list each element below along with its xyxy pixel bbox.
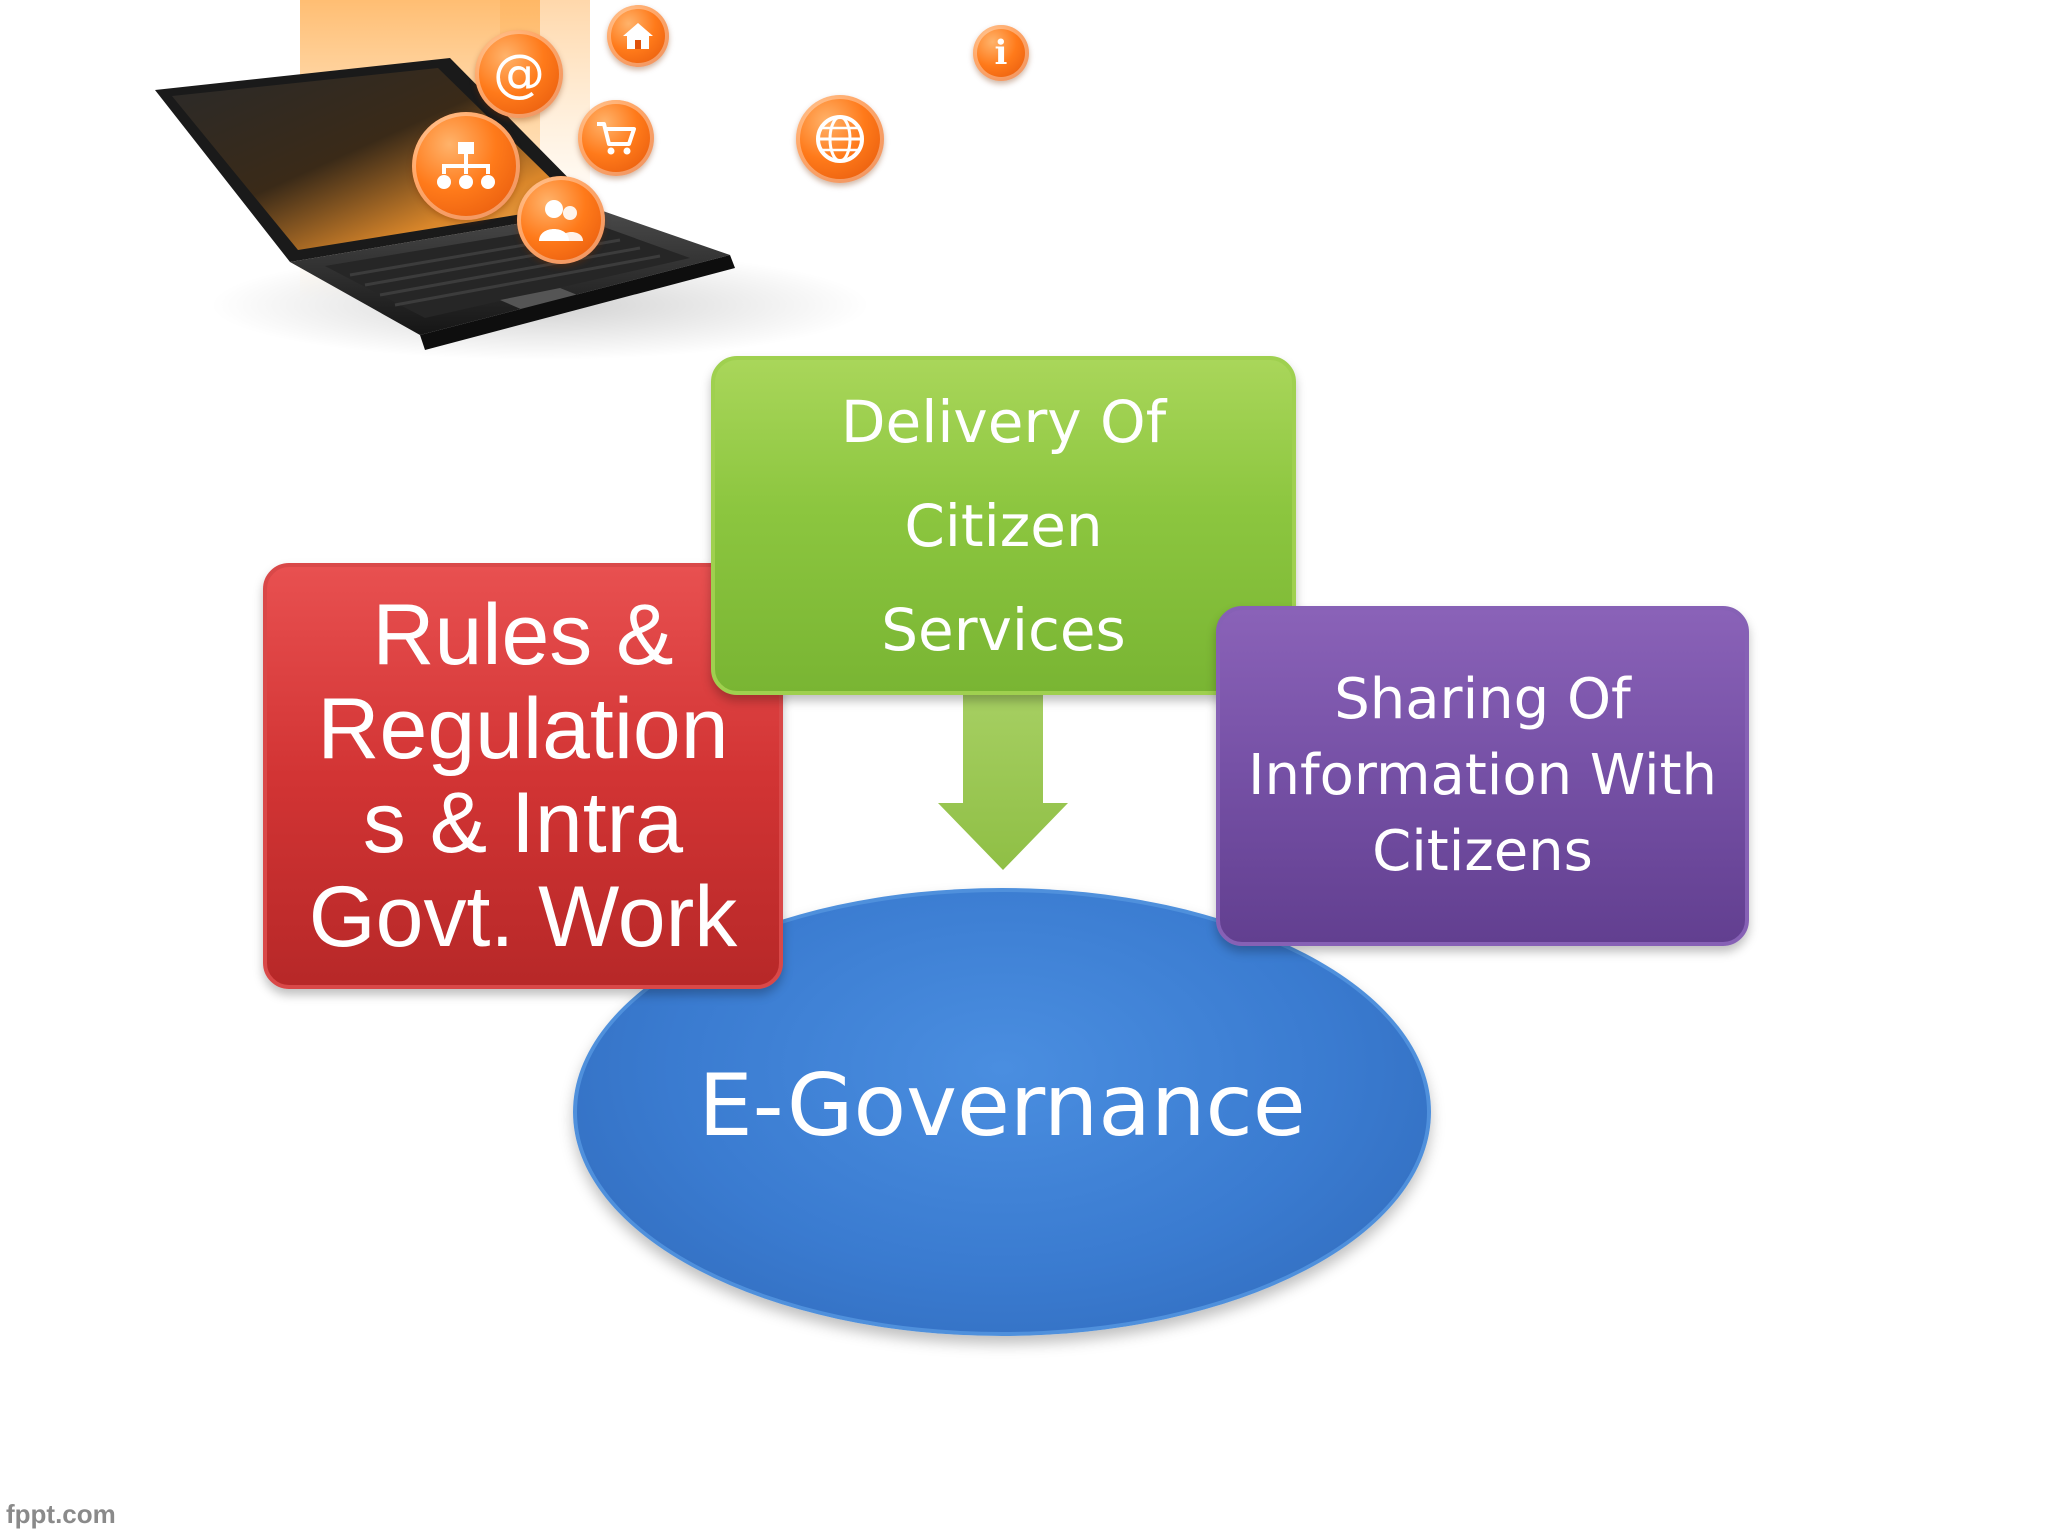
rules-regulations-line-1: Rules & (372, 587, 674, 683)
rules-regulations-line-3: s & Intra (362, 775, 684, 871)
information-sharing-box: Sharing Of Information With Citizens (1216, 606, 1749, 946)
information-sharing-line-3: Citizens (1372, 819, 1593, 884)
down-arrow (938, 695, 1068, 870)
home-icon (607, 5, 669, 67)
info-icon: i (973, 25, 1029, 81)
information-sharing-line-1: Sharing Of (1334, 667, 1631, 732)
citizen-services-line-1: Delivery Of Citizen (840, 387, 1167, 560)
globe-icon (796, 95, 884, 183)
rules-regulations-line-2: Regulation (317, 681, 729, 777)
users-icon (517, 176, 605, 264)
sitemap-icon (412, 112, 520, 220)
information-sharing-line-2: Information With (1247, 743, 1718, 808)
shopping-cart-icon (578, 100, 654, 176)
citizen-services-line-2: Services (881, 595, 1126, 664)
citizen-services-box: Delivery Of Citizen Services (711, 356, 1296, 695)
rules-regulations-box: Rules & Regulation s & Intra Govt. Work (263, 563, 783, 989)
fppt-watermark: fppt.com (6, 1499, 116, 1529)
e-governance-label: E-Governance (698, 1056, 1306, 1156)
rules-regulations-line-4: Govt. Work (308, 869, 738, 965)
at-sign-icon: @ (475, 30, 563, 118)
